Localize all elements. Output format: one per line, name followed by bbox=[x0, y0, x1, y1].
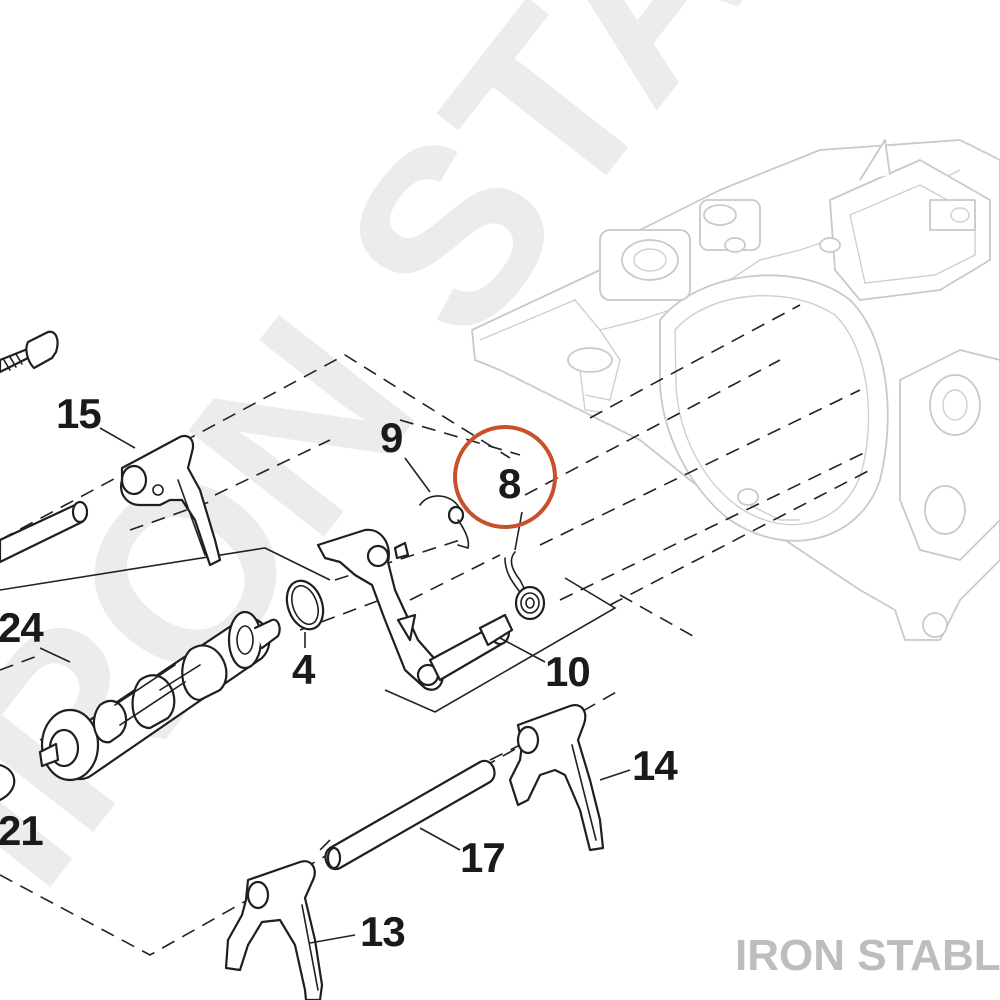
shift-fork-14 bbox=[508, 704, 605, 852]
shift-fork-15 bbox=[120, 434, 222, 567]
callout-8: 8 bbox=[498, 460, 521, 507]
shift-fork-13 bbox=[224, 860, 324, 1000]
callout-10: 10 bbox=[545, 648, 590, 695]
shaft-left bbox=[0, 500, 89, 564]
leader-lines bbox=[39, 427, 631, 944]
spring-clip-9 bbox=[419, 495, 470, 550]
callout-9: 9 bbox=[380, 414, 402, 461]
o-ring-4 bbox=[285, 579, 325, 631]
shift-lever-10 bbox=[316, 528, 514, 691]
callout-13: 13 bbox=[360, 908, 405, 955]
callout-21: 21 bbox=[0, 807, 43, 854]
callout-24: 24 bbox=[0, 604, 44, 651]
highlight-circle bbox=[453, 425, 557, 529]
transmission-case-ghost bbox=[471, 139, 1000, 641]
callout-17: 17 bbox=[460, 834, 505, 881]
ring-21 bbox=[0, 763, 16, 802]
shift-drum-24 bbox=[38, 610, 281, 782]
brand-label: IRON STABLE bbox=[735, 931, 1000, 980]
shaft-17 bbox=[324, 759, 496, 871]
callout-14: 14 bbox=[632, 742, 678, 789]
bolt bbox=[0, 330, 59, 374]
assembly-guide-lines bbox=[0, 304, 871, 956]
callout-15: 15 bbox=[56, 390, 101, 437]
callout-labels: 15 9 8 24 4 10 14 21 17 13 bbox=[0, 390, 679, 955]
callout-4: 4 bbox=[292, 646, 316, 693]
torsion-spring-8 bbox=[504, 551, 546, 621]
